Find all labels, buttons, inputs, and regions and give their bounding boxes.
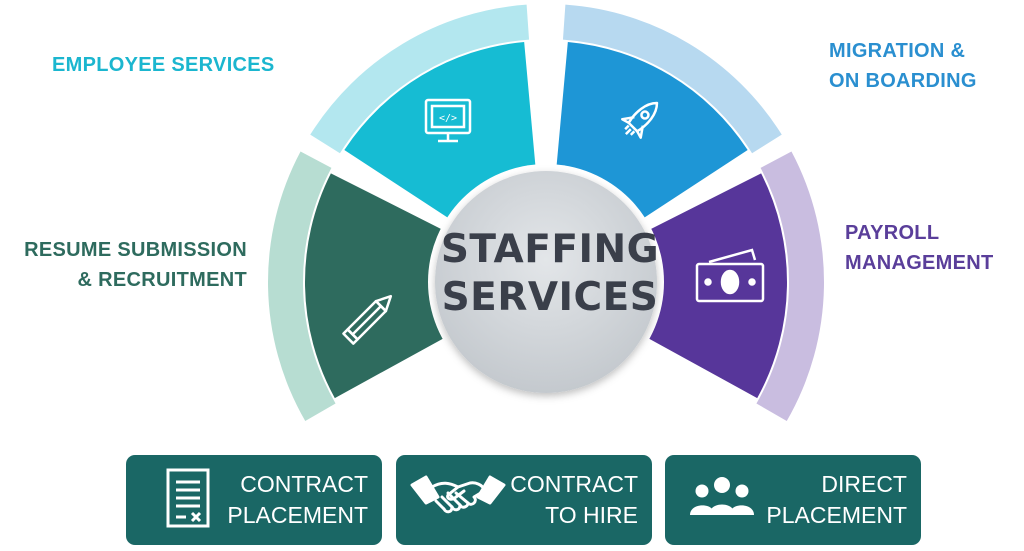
rocket-icon <box>621 101 659 139</box>
payroll-segment[interactable] <box>644 173 787 399</box>
resume-outer-arc <box>267 151 336 421</box>
contract-document-icon <box>166 468 210 528</box>
pencil-icon <box>342 294 393 345</box>
monitor-code-icon: </> <box>424 98 472 143</box>
payroll-management-label: PAYROLL MANAGEMENT <box>845 222 994 274</box>
team-people-icon <box>690 477 754 515</box>
contract-to-hire-label: CONTRACT TO HIRE <box>510 471 638 528</box>
contract-to-hire-card[interactable]: CONTRACT TO HIRE <box>396 455 652 545</box>
employee-segment[interactable] <box>344 41 536 221</box>
payroll-outer-arc <box>756 151 824 421</box>
center-circle <box>435 171 657 393</box>
center-title: STAFFING SERVICES <box>440 227 660 320</box>
direct-placement-label: DIRECT PLACEMENT <box>766 471 907 528</box>
employee-outer-arc <box>310 4 530 154</box>
employee-services-label: EMPLOYEE SERVICES <box>52 54 275 76</box>
handshake-icon <box>410 475 506 514</box>
money-icon <box>695 248 765 303</box>
svg-text:</>: </> <box>439 113 457 124</box>
contract-placement-card[interactable]: CONTRACT PLACEMENT <box>126 455 382 545</box>
direct-placement-card[interactable]: DIRECT PLACEMENT <box>665 455 921 545</box>
resume-recruitment-label: RESUME SUBMISSION & RECRUITMENT <box>24 239 247 291</box>
migration-outer-arc <box>562 4 782 154</box>
migration-segment[interactable] <box>556 41 748 221</box>
resume-segment[interactable] <box>304 173 448 399</box>
contract-placement-label: CONTRACT PLACEMENT <box>227 471 368 528</box>
migration-onboarding-label: MIGRATION & ON BOARDING <box>829 40 977 92</box>
